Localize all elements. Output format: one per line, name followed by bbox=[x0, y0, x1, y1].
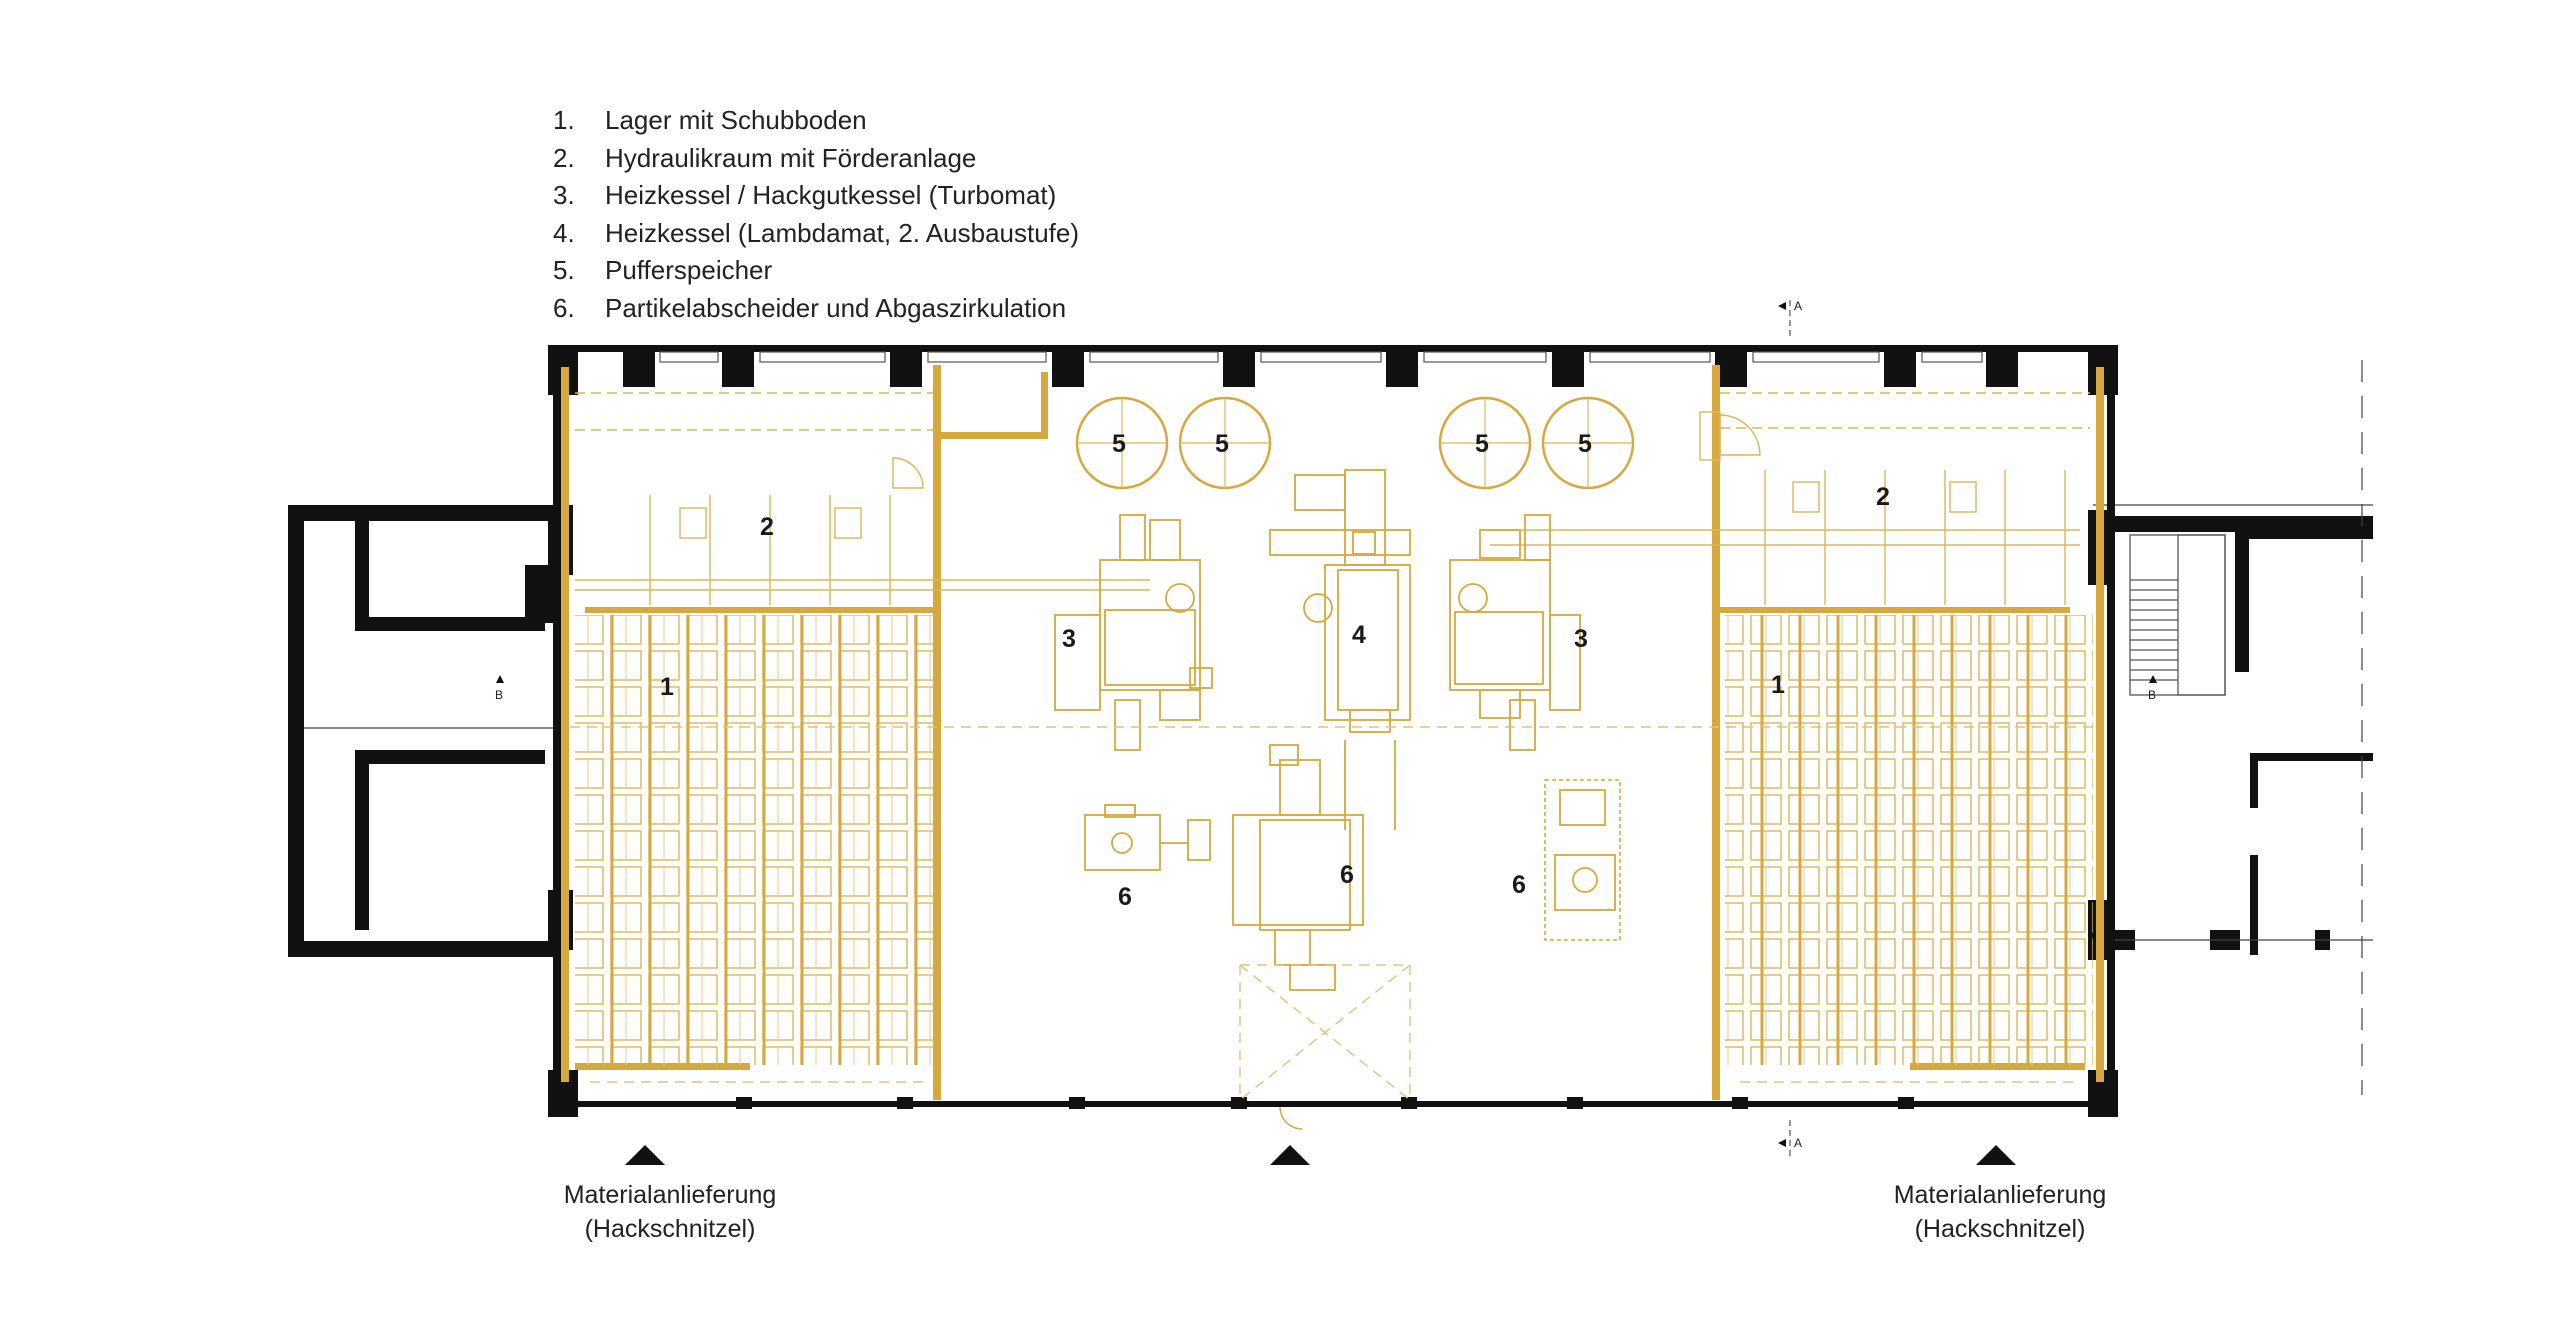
section-mark-a-top: A bbox=[1778, 299, 1802, 340]
particle-left bbox=[1084, 804, 1211, 871]
label-store-left: 1 bbox=[660, 673, 674, 701]
legend-text: Lager mit Schubboden bbox=[605, 105, 867, 135]
buffer-crosshairs bbox=[1077, 398, 1633, 488]
delivery-arrow-left-icon bbox=[625, 1145, 665, 1165]
staircase bbox=[2129, 534, 2226, 696]
delivery-arrow-center-icon bbox=[1270, 1145, 1310, 1165]
delivery-right-line2: (Hackschnitzel) bbox=[1914, 1215, 2086, 1243]
label-boiler-center: 4 bbox=[1352, 621, 1366, 649]
delivery-caption-left: Materialanlieferung (Hackschnitzel) bbox=[520, 1178, 820, 1246]
delivery-right-line1: Materialanlieferung bbox=[1893, 1181, 2107, 1209]
particle-right bbox=[1544, 779, 1621, 941]
delivery-caption-right: Materialanlieferung (Hackschnitzel) bbox=[1850, 1178, 2150, 1246]
delivery-arrow-right-icon bbox=[1976, 1145, 2016, 1165]
boiler-left bbox=[1054, 514, 1213, 751]
label-hydraulic-right: 2 bbox=[1876, 483, 1890, 511]
interior-walls bbox=[561, 365, 2104, 1100]
section-label-a-bottom: A bbox=[1794, 1136, 1802, 1150]
annex-left bbox=[288, 505, 553, 957]
legend-item: 2. Hydraulikraum mit Förderanlage bbox=[553, 140, 1079, 178]
label-store-right: 1 bbox=[1771, 671, 1785, 699]
section-label-b-right: B bbox=[2148, 688, 2156, 702]
hydraulic-right bbox=[1490, 392, 2090, 605]
legend-number: 5. bbox=[553, 255, 575, 285]
storage-right bbox=[1725, 615, 2093, 1065]
particle-right-core bbox=[1554, 789, 1616, 911]
label-buffer-3: 5 bbox=[1475, 430, 1489, 458]
storage-left bbox=[575, 615, 933, 1065]
windows bbox=[659, 351, 1983, 363]
legend-text: Partikelabscheider und Abgaszirkulation bbox=[605, 292, 1067, 323]
legend: 1. Lager mit Schubboden 2. Hydraulikraum… bbox=[553, 102, 1079, 327]
delivery-left-line2: (Hackschnitzel) bbox=[584, 1215, 756, 1243]
label-boiler-left: 3 bbox=[1062, 625, 1076, 653]
section-mark-b-right: B bbox=[2148, 675, 2157, 702]
annex-right-thin bbox=[2093, 360, 2373, 1095]
legend-text: Heizkessel / Hackgutkessel (Turbomat) bbox=[605, 180, 1057, 210]
hydraulic-left bbox=[575, 392, 1150, 605]
annex-right bbox=[2093, 516, 2373, 955]
boiler-right bbox=[1449, 514, 1581, 751]
label-hydraulic-left: 2 bbox=[760, 513, 774, 541]
legend-item: 3. Heizkessel / Hackgutkessel (Turbomat) bbox=[553, 177, 1079, 215]
label-particle-left: 6 bbox=[1118, 883, 1132, 911]
section-mark-b-left: B bbox=[495, 675, 504, 702]
legend-number: 6. bbox=[553, 292, 575, 323]
legend-text: Pufferspeicher bbox=[605, 255, 773, 285]
legend-item: 4. Heizkessel (Lambdamat, 2. Ausbaustufe… bbox=[553, 215, 1079, 253]
section-label-a-top: A bbox=[1794, 299, 1802, 313]
section-mark-a-bottom: A bbox=[1778, 1120, 1802, 1160]
legend-number: 4. bbox=[553, 217, 575, 248]
legend-item: 6. Partikelabscheider und Abgaszirkulati… bbox=[553, 290, 1079, 328]
legend-text: Hydraulikraum mit Förderanlage bbox=[605, 142, 977, 173]
legend-item: 5. Pufferspeicher bbox=[553, 252, 1079, 290]
label-boiler-right: 3 bbox=[1574, 625, 1588, 653]
door-arc bbox=[1279, 1106, 1303, 1130]
label-particle-right: 6 bbox=[1512, 871, 1526, 899]
legend-number: 3. bbox=[553, 180, 575, 210]
delivery-left-line1: Materialanlieferung bbox=[563, 1181, 777, 1209]
legend-number: 1. bbox=[553, 105, 575, 135]
legend-item: 1. Lager mit Schubboden bbox=[553, 102, 1079, 140]
boiler-center bbox=[1269, 469, 1411, 830]
label-buffer-4: 5 bbox=[1578, 430, 1592, 458]
dashed-lines bbox=[570, 726, 2095, 1101]
label-buffer-2: 5 bbox=[1215, 430, 1229, 458]
legend-text: Heizkessel (Lambdamat, 2. Ausbaustufe) bbox=[605, 217, 1080, 248]
label-buffer-1: 5 bbox=[1112, 430, 1126, 458]
legend-number: 2. bbox=[553, 142, 575, 173]
section-label-b-left: B bbox=[495, 688, 503, 702]
label-particle-center: 6 bbox=[1340, 861, 1354, 889]
